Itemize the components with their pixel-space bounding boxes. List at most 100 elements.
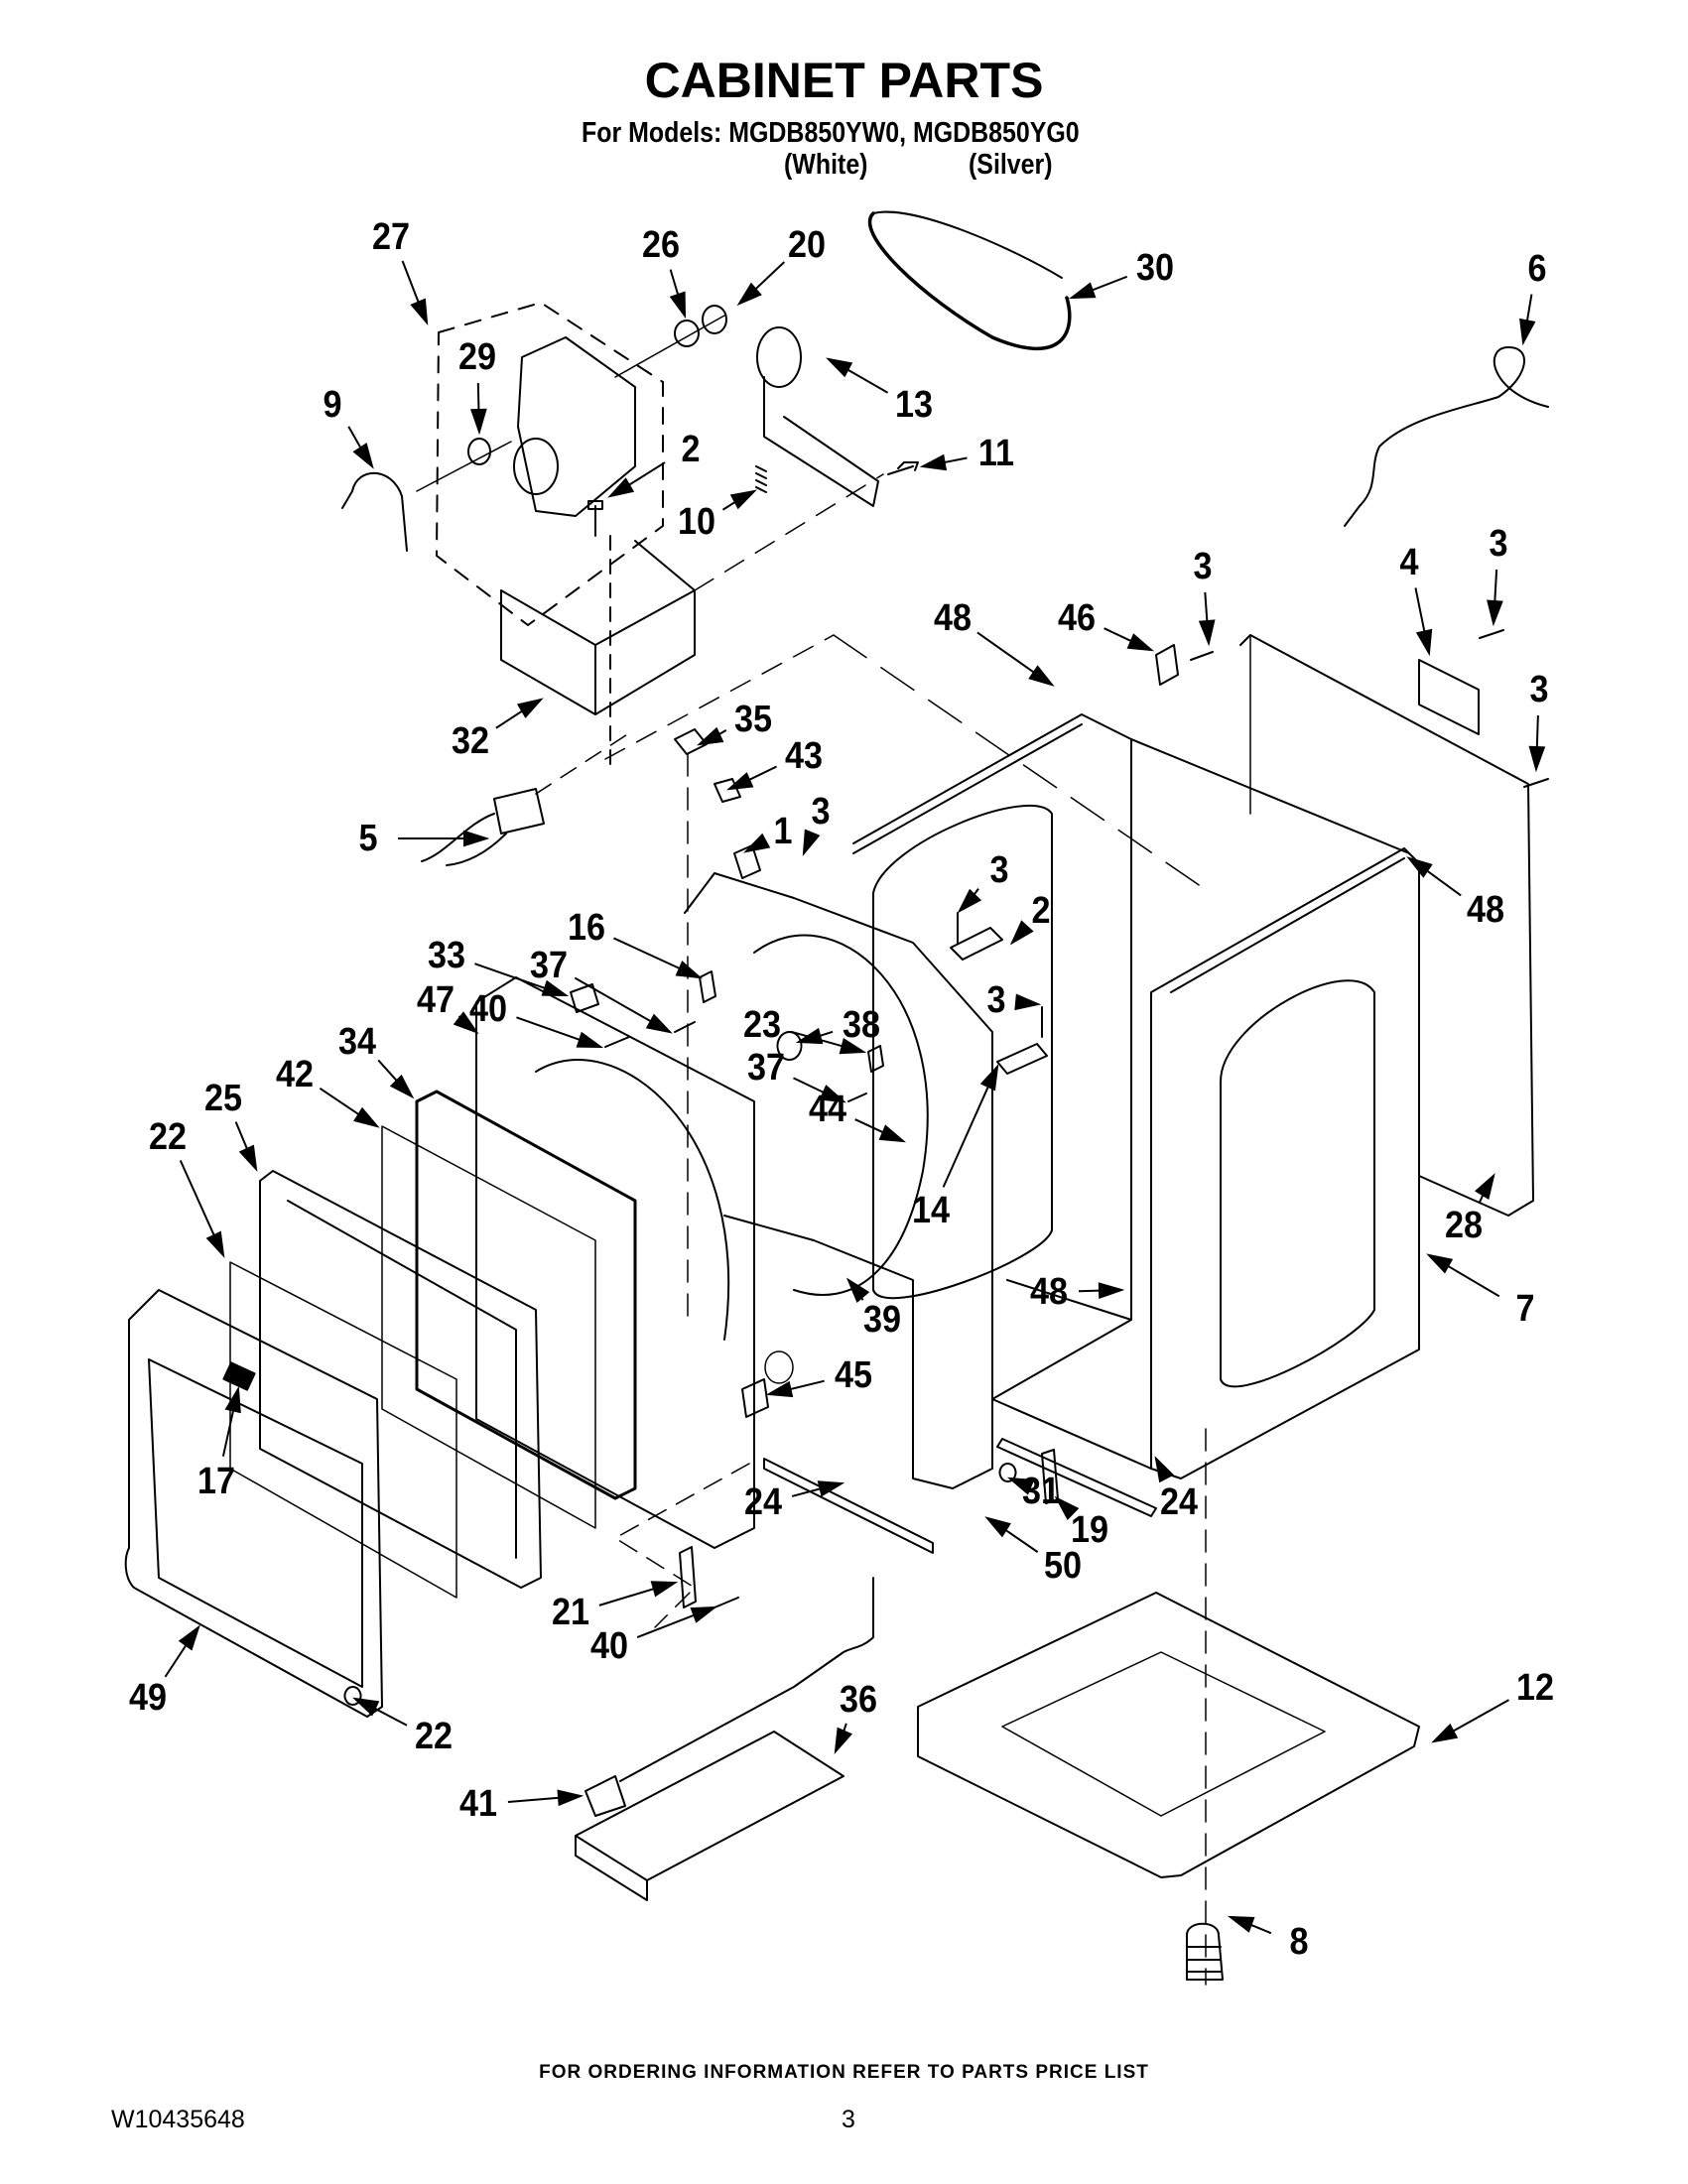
arrowhead-icon (557, 1789, 584, 1807)
drive-belt (867, 211, 1072, 350)
callout-5-wire-harness: 5 (358, 818, 378, 859)
screw-2-top (587, 500, 603, 537)
arrowhead-icon (919, 453, 948, 471)
drum-bracket-23 (867, 1045, 884, 1073)
arrowhead-icon (1068, 282, 1097, 300)
callout-10-idler-spring: 10 (677, 501, 716, 543)
arrowhead-icon (729, 489, 757, 510)
callout-35-door-switch: 35 (733, 699, 773, 740)
motor-mount (500, 540, 696, 715)
bracket-46 (1155, 644, 1179, 686)
arrowhead-icon (834, 1727, 852, 1755)
leader-line (474, 963, 554, 992)
arrowhead-icon (697, 726, 724, 746)
callout-32-motor-mount: 32 (451, 720, 490, 762)
arrowhead-icon (1054, 1495, 1080, 1521)
arrowhead-icon (819, 1085, 847, 1103)
arrowhead-icon (453, 1011, 479, 1035)
power-cord (1344, 346, 1549, 527)
arrowhead-icon (1154, 1456, 1175, 1483)
page-number: 3 (842, 2106, 855, 2133)
arrowhead-icon (389, 1074, 415, 1099)
variant-white: (White) (784, 149, 868, 181)
wire-harness (421, 788, 545, 866)
callout-41-moisture-sensor-harness: 41 (458, 1783, 498, 1825)
cabinet-right-window (1220, 979, 1375, 1388)
arrowhead-icon (675, 961, 704, 979)
callout-3-screw: 3 (986, 979, 1006, 1021)
arrowhead-icon (845, 1277, 870, 1303)
terminal-block-cover (1418, 659, 1480, 735)
callout-28-rear-panel: 28 (1444, 1205, 1484, 1246)
callout-40-screw: 40 (468, 988, 508, 1030)
rear-panel (1239, 634, 1534, 1217)
motor-clamp (341, 471, 408, 552)
callout-37-screw: 37 (746, 1047, 786, 1089)
sensor-harness (584, 1577, 874, 1817)
hinge-bracket-21 (679, 1546, 697, 1608)
arrowhead-icon (1014, 993, 1042, 1011)
callout-2-screw: 2 (681, 429, 701, 470)
callout-1-door-strike: 1 (773, 811, 793, 852)
cabinet-right-side (1150, 847, 1420, 1479)
cabinet-left-window (872, 804, 1053, 1300)
arrowhead-icon (1415, 628, 1433, 657)
door-strike (733, 844, 761, 879)
callout-17-door-handle: 17 (196, 1461, 236, 1502)
arrowhead-icon (984, 1516, 1011, 1538)
arrowhead-icon (576, 1031, 604, 1049)
arrowhead-icon (1426, 1253, 1454, 1274)
arrowhead-icon (1098, 1282, 1125, 1299)
leader-line (1440, 1260, 1500, 1298)
callout-22-door-liner: 22 (148, 1116, 188, 1158)
base-frame (917, 1592, 1420, 1878)
arrowhead-icon (817, 1480, 845, 1497)
leader-line (636, 1610, 703, 1638)
callout-arrows (164, 260, 1546, 1935)
screw-40-a (604, 1036, 630, 1048)
arrowhead-icon (178, 1624, 200, 1651)
callout-47-front-panel: 47 (416, 979, 455, 1021)
callout-12-base-frame: 12 (1515, 1667, 1555, 1709)
callout-38-plug-button: 38 (842, 1004, 881, 1046)
arrowhead-icon (516, 698, 544, 718)
arrowhead-icon (353, 1106, 380, 1128)
drying-rack (575, 1731, 844, 1901)
door-liner (229, 1261, 457, 1599)
arrowhead-icon (1528, 745, 1546, 773)
callout-50-side-trim: 50 (1043, 1545, 1083, 1587)
callout-3-screw: 3 (989, 849, 1009, 891)
leader-line (840, 364, 889, 394)
leader-line (574, 976, 659, 1027)
door-handle (222, 1361, 256, 1391)
arrowhead-icon (463, 830, 490, 847)
toe-strip-right (996, 1438, 1157, 1517)
callout-3-screw: 3 (1489, 523, 1508, 565)
arrowhead-icon (1519, 318, 1536, 346)
top-rail-left (852, 723, 1083, 854)
arrowhead-icon (765, 1380, 794, 1398)
arrowhead-icon (725, 772, 754, 791)
door-catch (570, 983, 599, 1013)
callout-3-screw: 3 (1529, 669, 1549, 710)
arrowhead-icon (795, 1027, 824, 1045)
variant-silver: (Silver) (969, 149, 1053, 181)
hinge-plate (699, 970, 716, 1003)
callout-20-motor-pulley: 20 (787, 224, 827, 266)
leader-line (516, 1016, 588, 1044)
screw-3-a (1190, 651, 1214, 661)
idler-spring (755, 465, 767, 493)
pulley-washer (674, 320, 700, 347)
leader-line (613, 937, 688, 973)
callout-48-rail: 48 (1029, 1271, 1069, 1313)
callout-34-door-seal: 34 (337, 1021, 377, 1063)
arrowhead-icon (979, 1064, 999, 1092)
screw-37-a (674, 1021, 696, 1033)
callout-3-screw: 3 (811, 791, 831, 833)
callout-27-motor-assembly-group: 27 (371, 216, 411, 258)
document-number: W10435648 (111, 2106, 245, 2133)
callout-7-cabinet: 7 (1515, 1288, 1535, 1330)
callout-46-bracket: 46 (1057, 597, 1097, 639)
callout-26-pulley-washer: 26 (641, 224, 681, 266)
